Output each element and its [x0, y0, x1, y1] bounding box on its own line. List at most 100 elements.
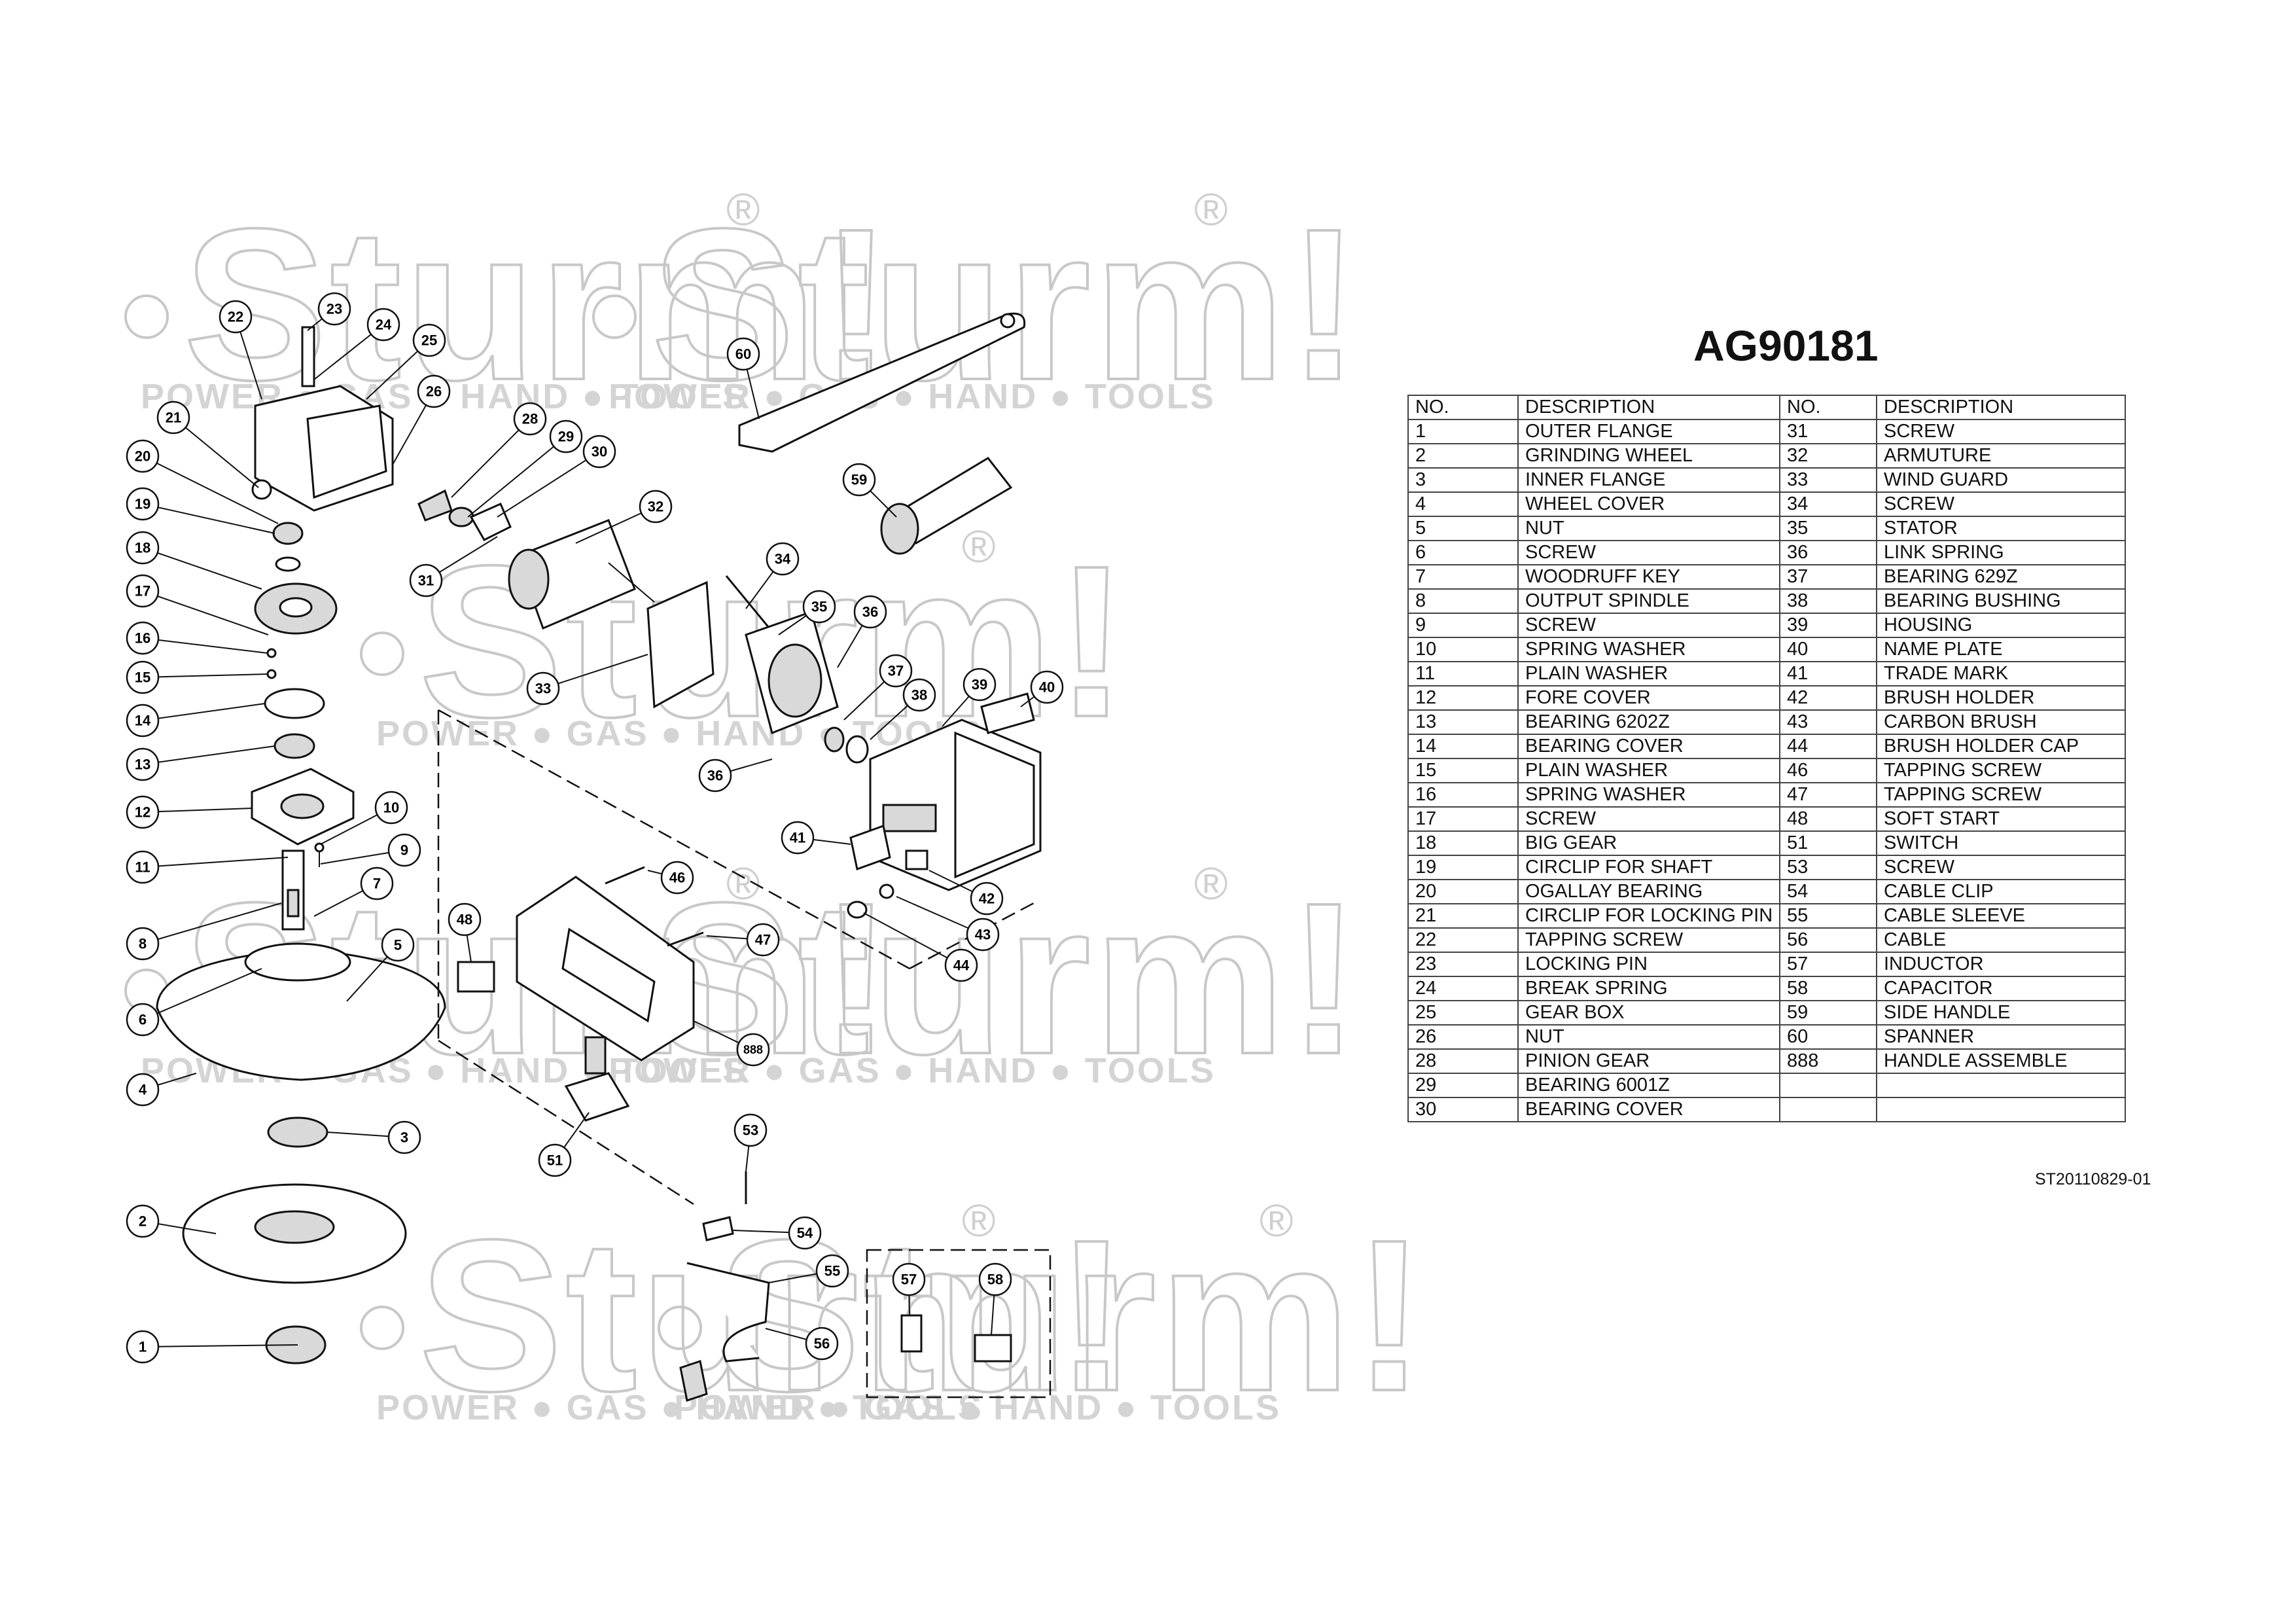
callout-number: 58 — [987, 1272, 1003, 1288]
callout-circle — [374, 791, 408, 825]
callout-circle — [448, 902, 482, 936]
part-no-left: 20 — [1407, 879, 1519, 904]
callout-number: 30 — [592, 444, 607, 460]
callout-circle — [126, 439, 160, 473]
watermark-circle-icon — [360, 1306, 404, 1350]
part-no-left: 5 — [1407, 516, 1519, 541]
part-callout: 1 — [126, 1330, 160, 1364]
part-description-right: HOUSING — [1876, 613, 2126, 638]
callout-number: 48 — [457, 912, 472, 928]
part-callout: 42 — [970, 882, 1004, 916]
part-description-right: BRUSH HOLDER — [1876, 685, 2126, 711]
callout-circle — [126, 850, 160, 884]
part-description-right: SCREW — [1876, 491, 2126, 517]
part-description-left: PLAIN WASHER — [1517, 758, 1780, 783]
callout-number: 54 — [797, 1225, 813, 1241]
part-no-right: 54 — [1779, 879, 1877, 904]
part-no-right: 40 — [1779, 637, 1877, 662]
part-description-left: SCREW — [1517, 540, 1780, 565]
part-no-right: 35 — [1779, 516, 1877, 541]
callout-circle — [805, 1327, 839, 1361]
callout-circle — [126, 927, 160, 961]
header-no-left: NO. — [1407, 395, 1519, 420]
callout-number: 28 — [522, 411, 538, 427]
part-no-left: 9 — [1407, 613, 1519, 638]
part-callout: 18 — [126, 531, 160, 565]
part-description-left: SPRING WASHER — [1517, 782, 1780, 808]
part-callout: 6 — [126, 1003, 160, 1037]
callout-circle — [902, 678, 936, 712]
callout-circle — [126, 531, 160, 565]
part-no-right: 46 — [1779, 758, 1877, 783]
watermark-brand: Sturm! — [417, 1194, 1131, 1436]
callout-circle — [788, 1216, 822, 1250]
part-description-right: CABLE CLIP — [1876, 879, 2126, 904]
part-no-left: 24 — [1407, 976, 1519, 1001]
callout-number: 60 — [735, 346, 751, 363]
part-description-right: TRADE MARK — [1876, 661, 2126, 687]
part-callout: 41 — [781, 821, 815, 855]
header-description-right: DESCRIPTION — [1876, 395, 2126, 420]
callout-circle — [853, 595, 887, 629]
callout-circle — [582, 435, 616, 469]
callout-number: 13 — [135, 757, 150, 773]
part-no-left: 30 — [1407, 1097, 1519, 1122]
callout-circle — [815, 1254, 849, 1288]
callout-circle — [733, 1113, 768, 1147]
callout-number: 26 — [426, 383, 442, 400]
callout-number: 35 — [811, 599, 827, 615]
callout-leader-line — [142, 455, 279, 524]
part-description-right: SCREW — [1876, 419, 2126, 444]
part-callout: 43 — [966, 918, 1000, 952]
watermark-tagline: POWER ● GAS ● HAND ● TOOLS — [609, 1051, 1216, 1090]
document-code: ST20110829-01 — [2035, 1170, 2151, 1188]
part-no-right: 59 — [1779, 1000, 1877, 1026]
part-description-left: BEARING 6202Z — [1517, 709, 1780, 735]
part-callout: 57 — [892, 1262, 926, 1296]
part-callout: 30 — [582, 435, 616, 469]
callout-number: 39 — [972, 677, 987, 693]
callout-leader-line — [142, 673, 268, 678]
part-callout: 34 — [766, 542, 800, 576]
part-no-right: 888 — [1779, 1048, 1877, 1074]
callout-number: 38 — [911, 687, 927, 704]
part-no-left: 11 — [1407, 661, 1519, 687]
callout-circle — [944, 948, 978, 982]
callout-number: 21 — [166, 410, 181, 426]
part-no-left: 8 — [1407, 588, 1519, 614]
part-description-left: SCREW — [1517, 806, 1780, 832]
callout-circle — [966, 918, 1000, 952]
callout-leader-line — [142, 968, 262, 1020]
callout-circle — [1030, 670, 1064, 704]
callout-leader-line — [142, 703, 266, 721]
callout-leader-line — [142, 503, 275, 534]
part-no-left: 3 — [1407, 467, 1519, 493]
callout-number: 41 — [790, 830, 805, 846]
callout-circle — [360, 866, 394, 901]
part-callout: 2 — [126, 1204, 160, 1238]
part-no-left: 15 — [1407, 758, 1519, 783]
callout-number: 19 — [135, 496, 150, 512]
callout-leader-line — [142, 745, 275, 765]
callout-circle — [892, 1262, 926, 1296]
callout-number: 9 — [400, 842, 408, 859]
callout-leader-line — [142, 590, 269, 635]
part-callout: 47 — [746, 923, 780, 957]
callout-number: 53 — [743, 1122, 758, 1139]
part-callout: 15 — [126, 660, 160, 694]
callout-number: 11 — [135, 859, 150, 876]
callout-circle — [126, 747, 160, 781]
watermark-registered: ® — [1194, 184, 1228, 235]
part-callout: 12 — [126, 795, 160, 829]
part-callout: 10 — [374, 791, 408, 825]
